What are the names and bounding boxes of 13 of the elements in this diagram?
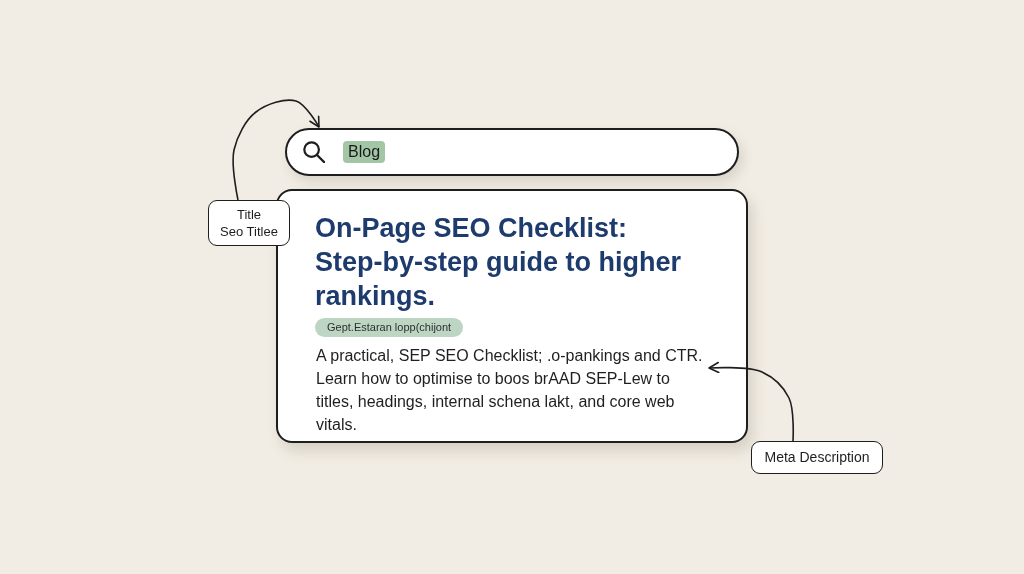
breadcrumb: Gept.Estaran lopp(chijont (315, 318, 464, 337)
search-bar (285, 128, 739, 176)
result-description: A practical, SEP SEO Checklist; .o-pankings and CTR. Learn how to optimise to boos brAAD SEP-Lew to titles, headings, internal schena lakt, and core web vitals. (316, 344, 708, 436)
result-title: On-Page SEO Checklist: Step-by-step guide to higher rankings. (315, 212, 682, 313)
callout-heading: Title (236, 206, 262, 223)
category-tag: Blog (343, 141, 386, 163)
search-result-card (276, 189, 748, 443)
curved-arrow (232, 99, 320, 201)
callout-box (208, 200, 290, 246)
callout-text: Meta Description (764, 449, 870, 466)
curved-arrow (708, 361, 794, 442)
callout-box (751, 441, 883, 474)
callout-text: Seo Titlee (220, 223, 278, 240)
